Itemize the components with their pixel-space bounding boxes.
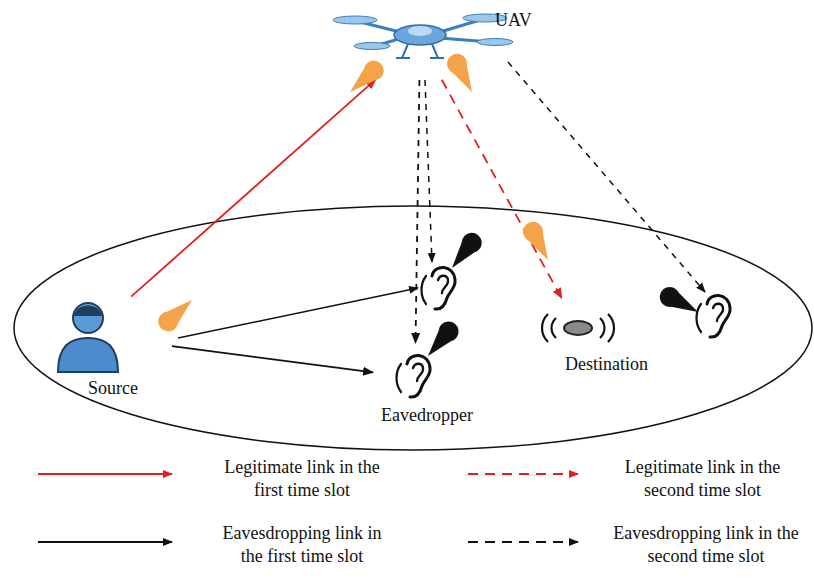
- legend-sample: [38, 473, 172, 475]
- signal-beam: [443, 50, 480, 96]
- source-user: [58, 303, 118, 372]
- link-arrow: [131, 79, 376, 296]
- legend-text: Eavesdropping link in the second time sl…: [610, 522, 802, 567]
- legend-text: Eavesdropping link in the first time slo…: [222, 522, 382, 567]
- eavesdropper-ear: [397, 355, 431, 397]
- eavesdropper-ear: [422, 267, 456, 309]
- uav-drone: [333, 14, 513, 58]
- legend-sample: [468, 541, 578, 543]
- uav-node: UAV: [330, 4, 545, 78]
- legend-text: Legitimate link in the second time slot: [610, 456, 795, 501]
- eavesdropper-ear: [697, 295, 731, 337]
- eavesdrop-link: [508, 62, 705, 292]
- eavesdrop-link: [425, 80, 432, 262]
- destination-node: Destination: [545, 300, 690, 380]
- source-node: Source: [40, 298, 170, 403]
- eavesdrop-beam: [444, 229, 486, 274]
- link-arrow: [416, 80, 420, 343]
- eavesdropper-node: Eavedropper: [375, 345, 500, 433]
- node-label: Source: [88, 378, 138, 400]
- node-label: Eavedropper: [381, 405, 473, 427]
- signal-beam: [343, 56, 388, 99]
- coverage-ellipse: [14, 206, 812, 450]
- destination-device: [542, 314, 614, 342]
- legend-text: Legitimate link in the first time slot: [222, 456, 382, 501]
- link-arrow: [442, 80, 562, 298]
- node-label: UAV: [495, 10, 532, 32]
- legend-sample: [38, 541, 172, 543]
- signal-beam: [519, 218, 556, 264]
- eavesdrop-link: [178, 288, 418, 338]
- eavesdrop-beam: [420, 317, 462, 362]
- eavesdrop-beam: [656, 283, 702, 320]
- legend-sample: [468, 473, 578, 475]
- node-label: Destination: [565, 354, 648, 376]
- signal-beam: [154, 293, 199, 336]
- link-arrow: [172, 346, 373, 372]
